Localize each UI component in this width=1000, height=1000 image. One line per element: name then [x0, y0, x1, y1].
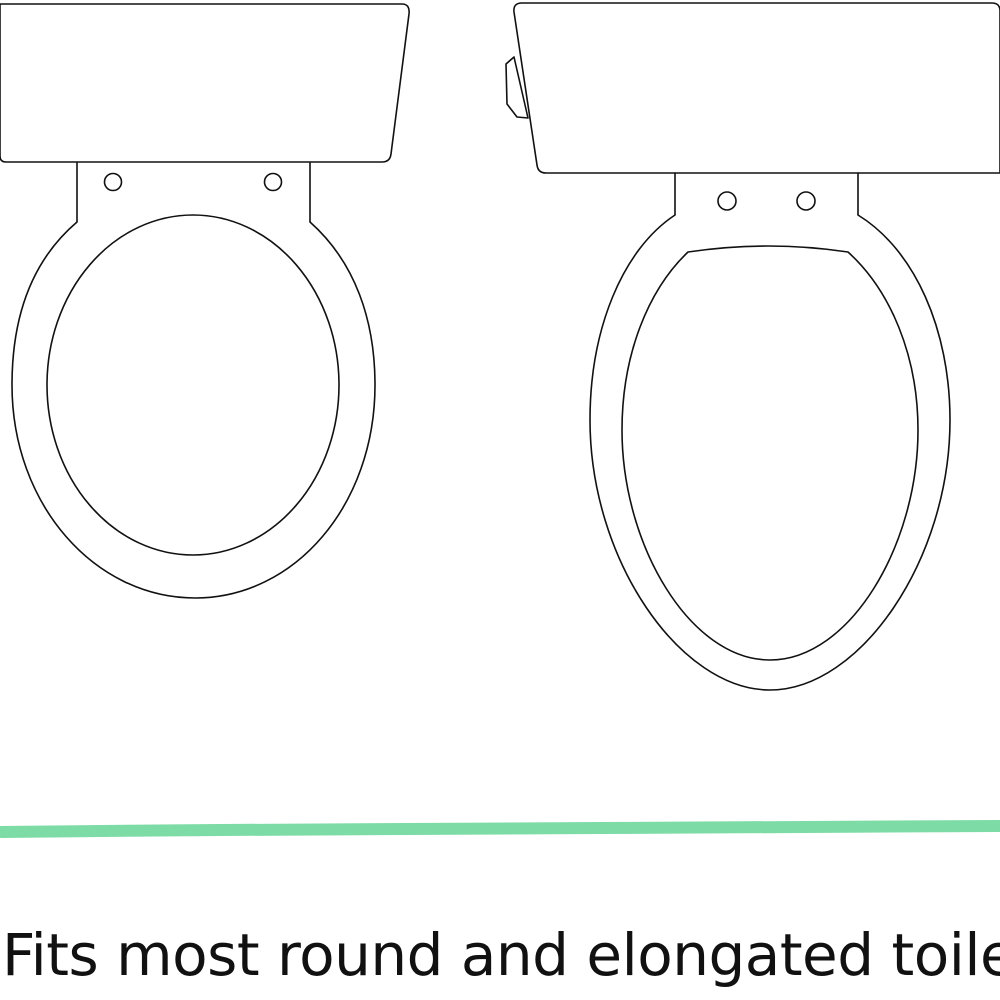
elongated-toilet-hinge-hole-left [717, 191, 737, 211]
elongated-toilet-hinge-hole-right [796, 191, 816, 211]
round-toilet-hinge-hole-right [263, 172, 283, 192]
round-toilet-seat [0, 3, 410, 599]
flush-lever-icon [505, 56, 529, 119]
round-toilet-hinge-hole-left [103, 172, 123, 192]
round-toilet-hinge-plate [76, 162, 311, 223]
round-toilet-inner-opening [46, 214, 340, 556]
elongated-toilet-inner-opening [621, 245, 919, 661]
elongated-toilet-seat [505, 2, 1000, 691]
accent-underline [0, 820, 1000, 838]
round-toilet-tank [0, 3, 410, 163]
elongated-toilet-hinge-plate [674, 172, 859, 216]
feature-caption: Fits most round and elongated toilets [2, 921, 1000, 989]
elongated-toilet-tank [513, 2, 1000, 174]
